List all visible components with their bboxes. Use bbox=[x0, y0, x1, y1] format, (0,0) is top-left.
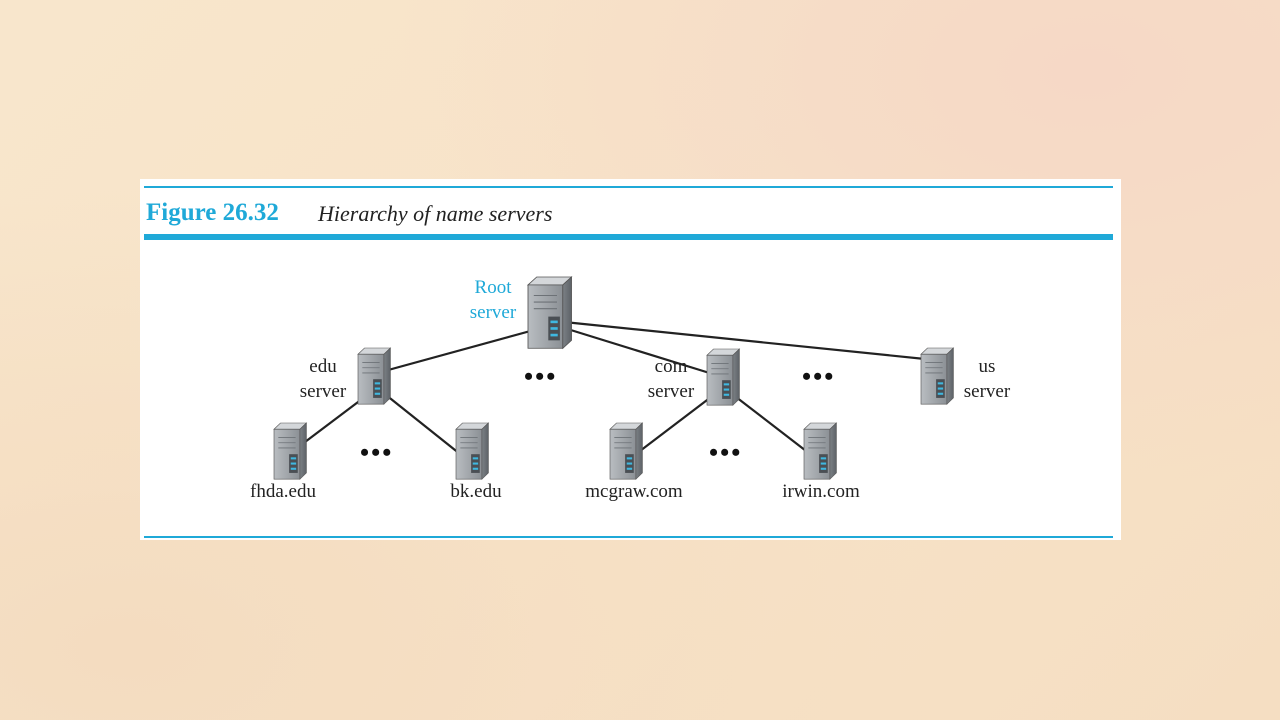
ellipsis-edu-children: ••• bbox=[360, 438, 394, 467]
edu-label-line2: server bbox=[299, 381, 347, 402]
com-server-icon bbox=[706, 348, 740, 406]
irwin-server-icon bbox=[803, 422, 837, 480]
title-underline bbox=[144, 234, 1113, 240]
ellipsis-top-right: ••• bbox=[802, 362, 836, 391]
root-server-label: Root server bbox=[458, 275, 528, 325]
bk-label: bk.edu bbox=[450, 481, 502, 502]
edge-root-com bbox=[560, 325, 717, 377]
com-label-line2: server bbox=[647, 381, 695, 402]
edge-root-edu bbox=[380, 322, 557, 374]
edge-edu-bk bbox=[385, 394, 461, 455]
mcgraw-label: mcgraw.com bbox=[585, 481, 683, 502]
fhda-label: fhda.edu bbox=[250, 481, 316, 502]
com-server-label: com server bbox=[636, 354, 706, 404]
com-label-line1: com bbox=[654, 356, 688, 377]
ellipsis-top-middle: ••• bbox=[524, 362, 558, 391]
bk-server-icon bbox=[455, 422, 489, 480]
edu-label-line1: edu bbox=[309, 356, 337, 377]
root-server-icon bbox=[527, 276, 573, 350]
us-server-label: us server bbox=[952, 354, 1022, 404]
edge-root-us bbox=[563, 320, 926, 361]
mcgraw-server-icon bbox=[609, 422, 643, 480]
us-server-icon bbox=[920, 347, 954, 405]
name-server-hierarchy-diagram bbox=[273, 276, 954, 480]
bottom-rule bbox=[144, 536, 1113, 538]
us-label-line2: server bbox=[963, 381, 1011, 402]
root-label-line1: Root bbox=[474, 277, 512, 298]
us-label-line1: us bbox=[978, 356, 996, 377]
edu-server-icon bbox=[357, 347, 391, 405]
figure-card: Figure 26.32 Hierarchy of name servers bbox=[140, 179, 1121, 540]
figure-number: Figure 26.32 bbox=[146, 199, 279, 226]
root-label-line2: server bbox=[469, 302, 517, 323]
edu-server-label: edu server bbox=[288, 354, 358, 404]
edge-com-mcgraw bbox=[635, 393, 716, 455]
fhda-server-icon bbox=[273, 422, 307, 480]
ellipsis-com-children: ••• bbox=[709, 438, 743, 467]
figure-title: Hierarchy of name servers bbox=[318, 201, 553, 226]
top-rule bbox=[144, 186, 1113, 188]
edge-com-irwin bbox=[735, 396, 811, 455]
irwin-label: irwin.com bbox=[782, 481, 860, 502]
